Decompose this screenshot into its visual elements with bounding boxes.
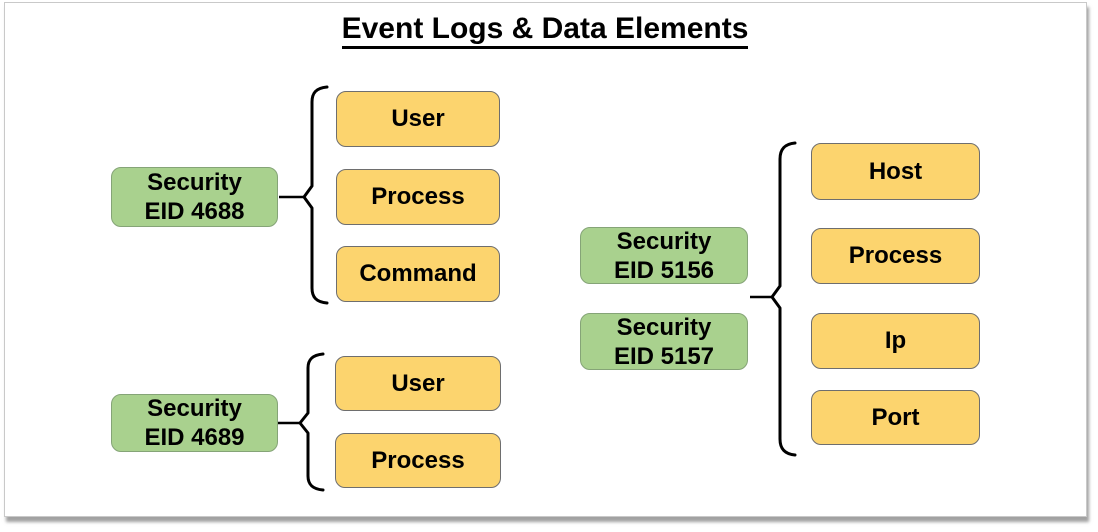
data-element-node-process: Process xyxy=(335,433,501,488)
data-element-label: User xyxy=(391,105,445,132)
diagram-title-text: Event Logs & Data Elements xyxy=(341,12,749,49)
data-element-label: Process xyxy=(371,183,465,210)
data-element-node-command: Command xyxy=(336,246,500,302)
event-log-node-eid-4689: Security EID 4689 xyxy=(111,394,278,452)
data-element-node-user: User xyxy=(335,356,501,411)
event-log-node-eid-5157: Security EID 5157 xyxy=(580,313,748,370)
data-element-node-port: Port xyxy=(811,390,980,445)
data-element-node-process: Process xyxy=(336,169,500,225)
brace-connector-eid-4689 xyxy=(278,352,325,492)
data-element-label: Host xyxy=(868,157,923,185)
data-element-label: User xyxy=(391,369,445,397)
data-element-label: Process xyxy=(371,446,465,474)
event-log-node-eid-5156: Security EID 5156 xyxy=(580,227,748,284)
event-log-name: Security xyxy=(147,169,242,196)
brace-connector-eid-4688 xyxy=(279,85,329,305)
data-element-label: Ip xyxy=(884,327,907,354)
diagram-title: Event Logs & Data Elements xyxy=(0,12,1090,49)
data-element-node-ip: Ip xyxy=(811,313,980,369)
event-log-node-eid-4688: Security EID 4688 xyxy=(111,167,278,227)
brace-connector-eid-515x xyxy=(750,141,797,457)
event-log-name: Security xyxy=(616,313,712,341)
data-element-node-process: Process xyxy=(811,228,980,284)
event-log-eid: EID 4688 xyxy=(144,198,245,225)
data-element-node-host: Host xyxy=(811,143,980,200)
event-log-name: Security xyxy=(147,395,242,422)
event-log-name: Security xyxy=(616,227,712,255)
event-log-eid: EID 5156 xyxy=(613,256,715,284)
data-element-label: Port xyxy=(871,403,920,431)
data-element-label: Process xyxy=(848,242,943,269)
data-element-label: Command xyxy=(359,260,477,287)
data-element-node-user: User xyxy=(336,91,500,147)
event-log-eid: EID 4689 xyxy=(144,424,245,451)
event-log-eid: EID 5157 xyxy=(613,342,715,370)
